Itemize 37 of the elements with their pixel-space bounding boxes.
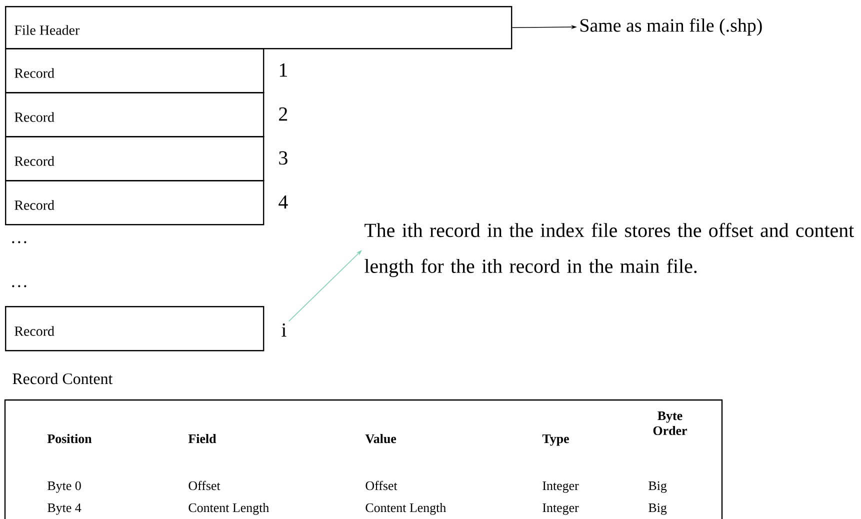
record-box <box>5 306 264 352</box>
record-box <box>5 92 264 138</box>
record-number: 3 <box>279 151 288 165</box>
column-header: Type <box>542 434 569 446</box>
column-header: Field <box>188 434 216 444</box>
box-label: Record <box>14 200 54 210</box>
table-cell: Content Length <box>188 503 269 515</box>
table-cell: Offset <box>366 480 398 490</box>
table-cell: Big <box>648 503 667 515</box>
note-text: The ith record in the index file stores the offset and content length for the ith record in the main file. <box>364 222 854 278</box>
table-cell: Big <box>648 481 667 493</box>
table-title: Record Content <box>12 372 113 384</box>
table-cell: Content Length <box>366 503 446 515</box>
record-number: 4 <box>278 195 288 209</box>
table-cell: Offset <box>188 480 220 490</box>
record-box <box>5 180 264 226</box>
box-label: Record <box>14 326 54 336</box>
table-cell: Integer <box>542 504 579 515</box>
box-label: Record <box>14 156 54 166</box>
box-label: Record <box>14 112 54 122</box>
record-box <box>5 48 264 94</box>
record-box <box>5 136 264 182</box>
column-header: Byte Order <box>653 412 687 436</box>
table-cell: Byte 0 <box>48 481 81 493</box>
column-header: Position <box>47 434 92 444</box>
table-cell: Integer <box>542 482 579 493</box>
column-header: Value <box>365 434 396 444</box>
table-cell: Byte 4 <box>48 503 82 515</box>
box-label: File Header <box>14 25 80 35</box>
note-text: Same as main file (.shp) <box>580 18 762 36</box>
ellipsis: … <box>12 241 26 244</box>
box-label: Record <box>14 68 54 78</box>
record-number: 2 <box>279 107 288 121</box>
index-label: i <box>282 323 286 337</box>
header-box <box>5 6 512 50</box>
record-number: 1 <box>280 63 287 77</box>
ellipsis: … <box>12 285 26 288</box>
